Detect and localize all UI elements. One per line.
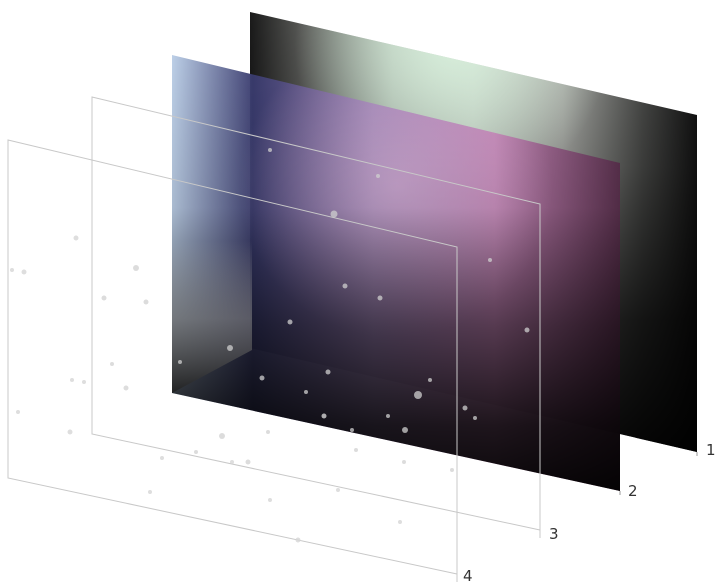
- particle: [336, 488, 340, 492]
- particle: [16, 410, 20, 414]
- particle: [402, 427, 408, 433]
- particle: [123, 385, 129, 391]
- particle: [462, 405, 468, 411]
- particle: [70, 378, 74, 382]
- particle: [325, 369, 331, 375]
- particle: [524, 327, 530, 333]
- particle: [473, 416, 477, 420]
- particle: [321, 413, 327, 419]
- particle: [377, 295, 383, 301]
- particle: [414, 391, 422, 399]
- particle: [245, 459, 251, 465]
- particle: [402, 460, 406, 464]
- particle: [350, 428, 354, 432]
- layer-labels: 1 2 3 4: [456, 441, 716, 584]
- particle: [295, 537, 301, 543]
- particle: [73, 235, 79, 241]
- particle: [268, 498, 272, 502]
- particle: [342, 283, 348, 289]
- particle: [101, 295, 107, 301]
- particle: [178, 360, 182, 364]
- layer-3-particles: [101, 265, 454, 472]
- layer-label-3: 3: [549, 525, 559, 543]
- layer-2-particles: [178, 148, 530, 433]
- particle: [194, 450, 198, 454]
- particle: [259, 375, 265, 381]
- particle: [376, 174, 380, 178]
- particle: [110, 362, 114, 366]
- particle: [266, 430, 270, 434]
- layer-2: [172, 55, 620, 491]
- particle: [354, 448, 358, 452]
- particle: [148, 490, 152, 494]
- particle: [67, 429, 73, 435]
- particle: [450, 468, 454, 472]
- particle: [133, 265, 139, 271]
- layer-label-2: 2: [628, 482, 638, 500]
- particle: [10, 268, 14, 272]
- particle: [304, 390, 308, 394]
- layer-4-particles: [10, 235, 402, 543]
- particle: [230, 460, 234, 464]
- particle: [398, 520, 402, 524]
- particle: [268, 148, 272, 152]
- particle: [82, 380, 86, 384]
- particle: [227, 345, 233, 351]
- layer-label-4: 4: [463, 567, 473, 584]
- layer-label-1: 1: [706, 441, 716, 459]
- particle: [428, 378, 432, 382]
- particle: [488, 258, 492, 262]
- particle: [219, 433, 225, 439]
- particle: [143, 299, 149, 305]
- particle: [330, 210, 338, 218]
- layer-2-left-fog: [172, 55, 252, 393]
- layer-2-shade: [172, 55, 620, 491]
- particle: [160, 456, 164, 460]
- particle: [287, 319, 293, 325]
- particle: [386, 414, 390, 418]
- particle: [21, 269, 27, 275]
